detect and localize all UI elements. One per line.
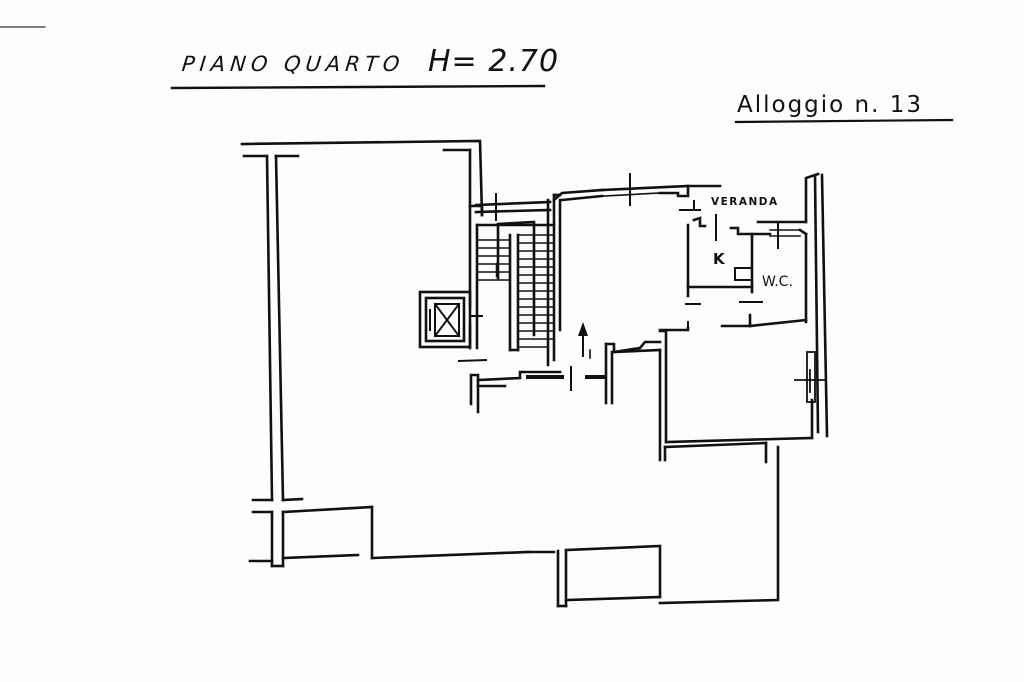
staircase — [477, 222, 554, 352]
ceiling-height-label: H= 2.70 — [428, 44, 560, 79]
unit-underline — [734, 118, 954, 124]
title-underline — [170, 84, 546, 90]
apartment-number-label: Alloggio n. 13 — [737, 92, 924, 118]
up-arrow-icon — [576, 320, 590, 360]
room-label-veranda: VERANDA — [711, 196, 779, 208]
room-label-wc: W.C. — [762, 274, 793, 290]
floor-title: PIANO QUARTO — [180, 52, 406, 76]
elevator-x-icon — [420, 292, 470, 347]
room-label-kitchen: K — [713, 250, 728, 268]
